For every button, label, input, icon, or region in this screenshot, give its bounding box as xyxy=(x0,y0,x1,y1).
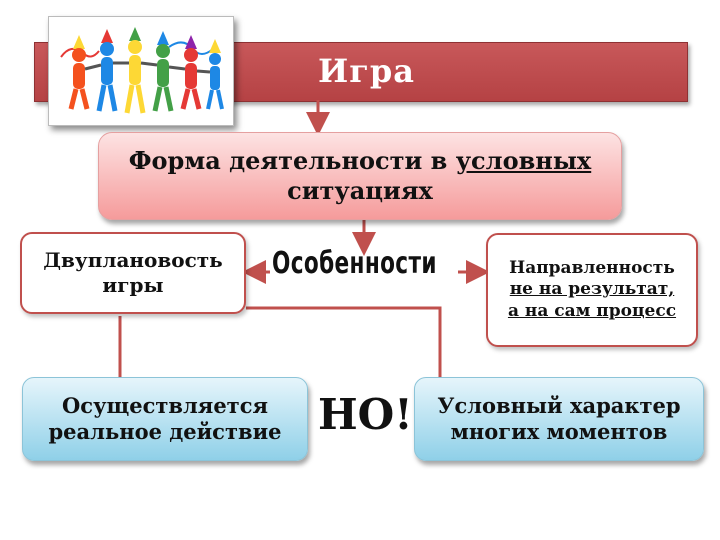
real-action-box: Осуществляется реальное действие xyxy=(22,377,308,461)
dual-plane-box: Двуплановость игры xyxy=(20,232,246,314)
real-action-line2: реальное действие xyxy=(48,419,282,444)
party-people-image xyxy=(48,16,234,126)
orientation-line2: не на результат, xyxy=(509,279,675,300)
but-label: НО! xyxy=(318,390,413,439)
definition-rest: ситуациях xyxy=(287,176,433,205)
definition-underlined: условных xyxy=(455,146,592,175)
title: Игра xyxy=(318,52,415,90)
line-dual-to-conditional xyxy=(246,306,442,377)
features-label: Особенности xyxy=(272,246,437,281)
dual-plane-line2: игры xyxy=(102,273,164,297)
conditional-line2: многих моментов xyxy=(450,419,668,444)
conditional-box: Условный характер многих моментов xyxy=(414,377,704,461)
orientation-line3: а на сам процесс xyxy=(507,300,677,321)
dual-plane-line1: Двуплановость xyxy=(43,248,223,272)
orientation-line1: Направленность xyxy=(509,258,675,279)
definition-prefix: Форма деятельности в xyxy=(128,146,456,175)
definition-box: Форма деятельности в условных ситуациях xyxy=(98,132,622,220)
orientation-box: Направленность не на результат, а на сам… xyxy=(486,233,698,347)
conditional-line1: Условный характер xyxy=(437,392,681,418)
real-action-line1: Осуществляется xyxy=(62,392,268,418)
